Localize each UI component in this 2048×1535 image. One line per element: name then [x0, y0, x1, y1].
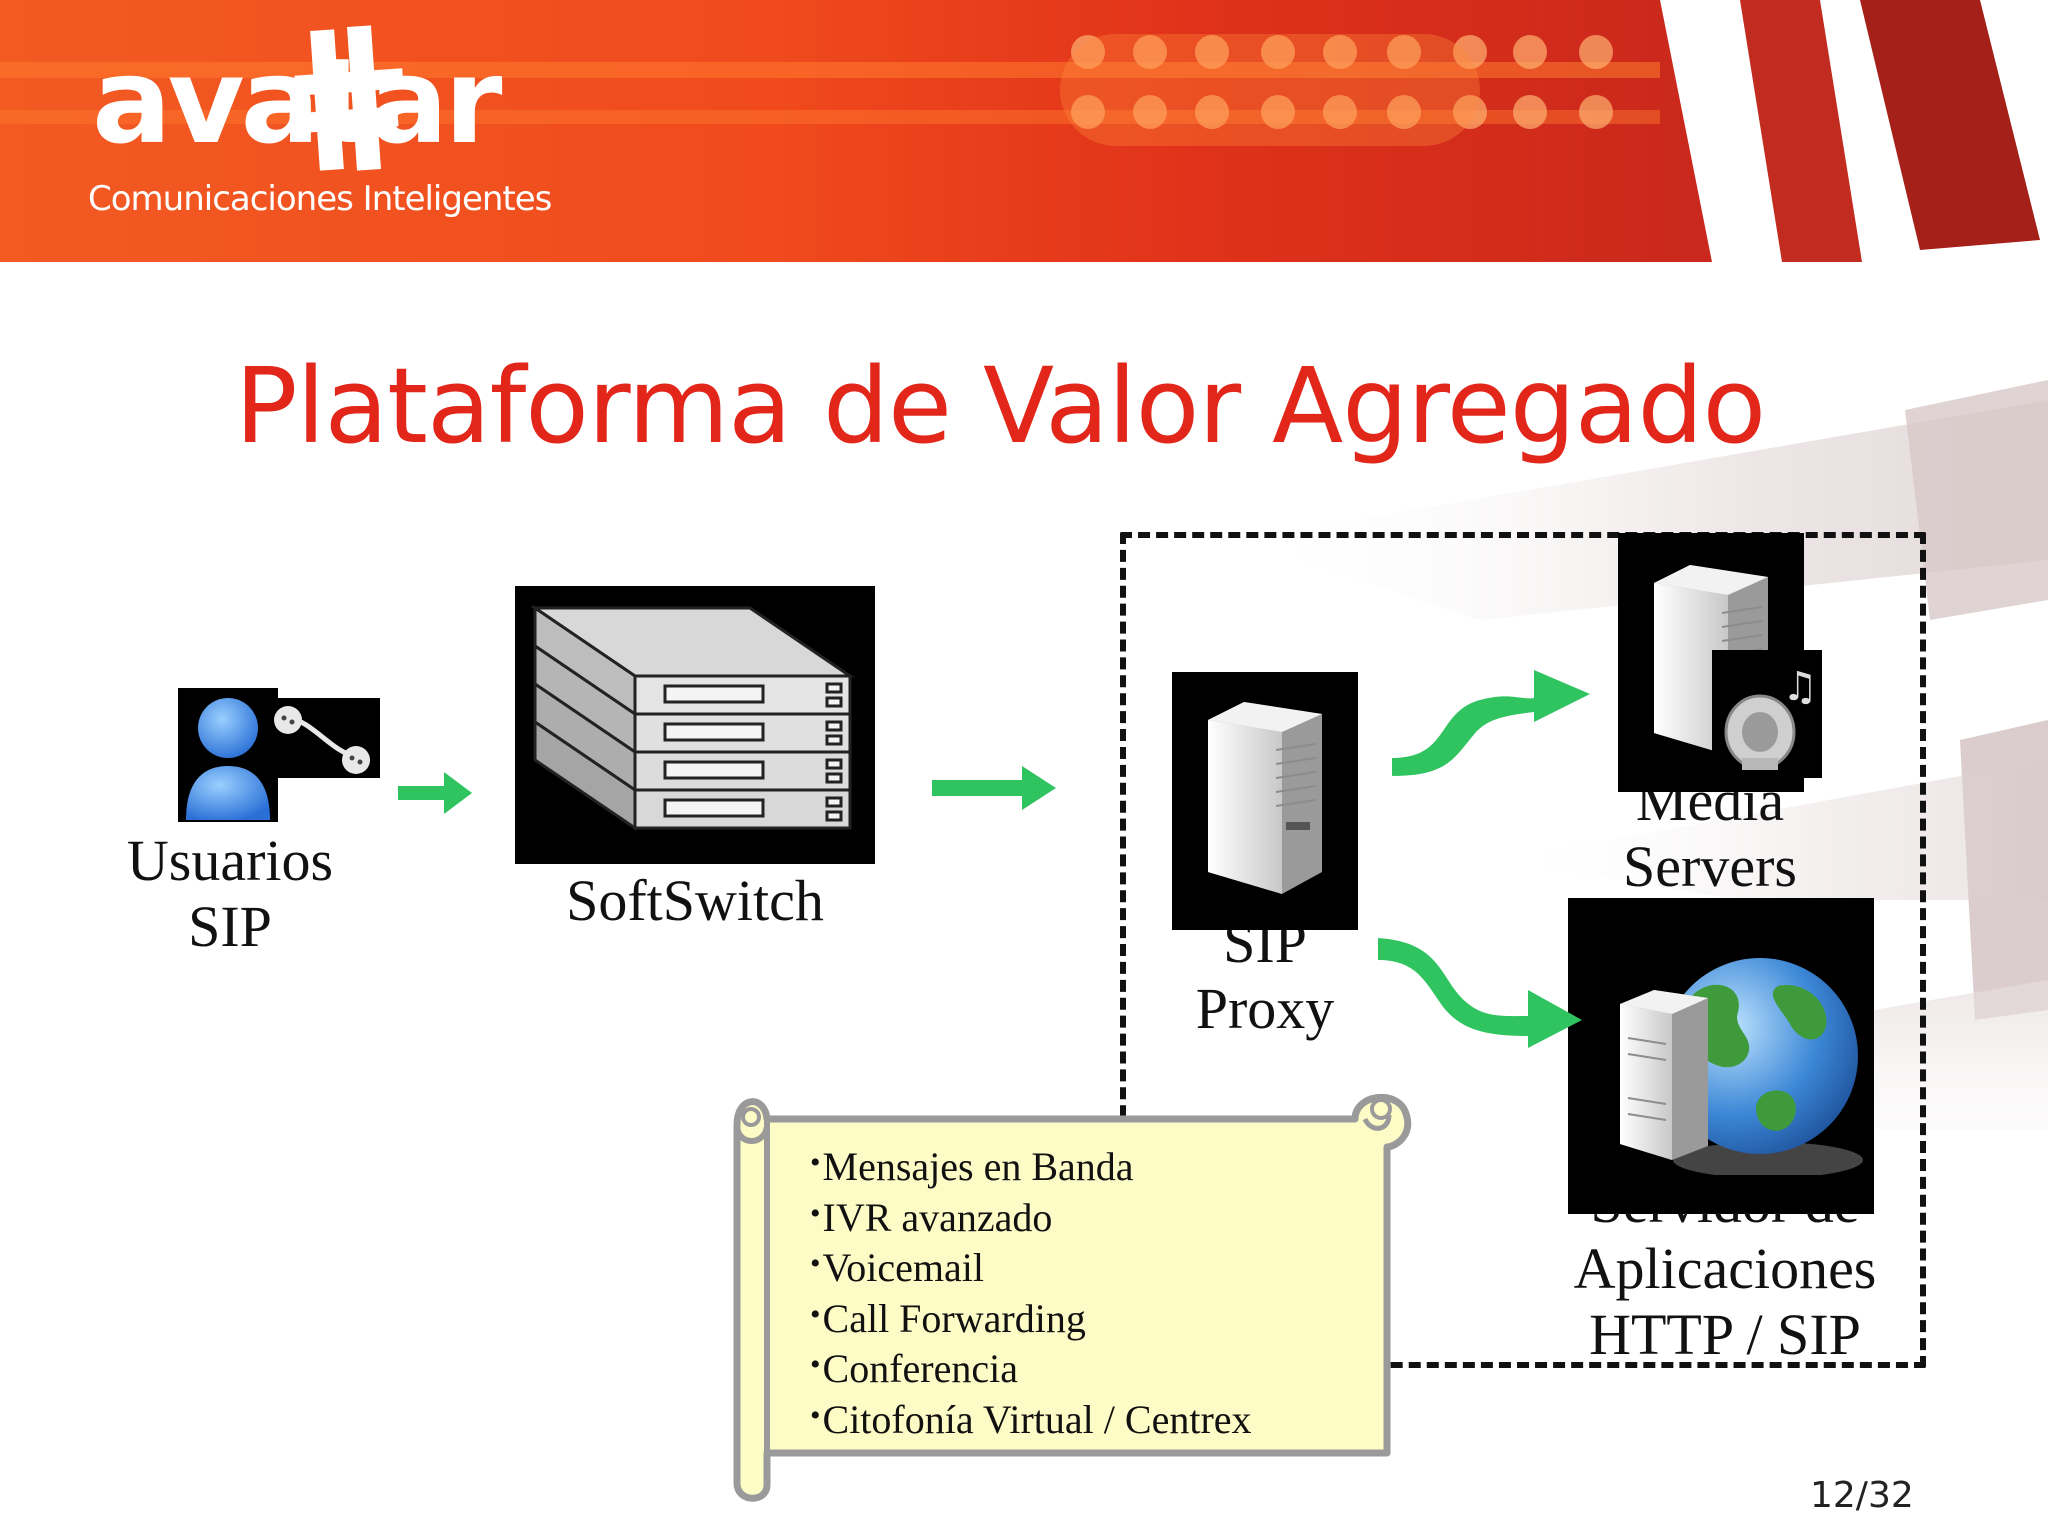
- arrow-user-to-softswitch: [398, 772, 472, 814]
- value-added-platform-group: [1120, 532, 1926, 1368]
- app-server-icon-overlap: [1568, 1175, 1874, 1213]
- avatar-logo: avatar Comunicaciones Inteligentes: [88, 25, 553, 219]
- header-banner: avatar Comunicaciones Inteligentes: [0, 0, 2040, 262]
- tower-server-icon: [1172, 672, 1358, 930]
- logo-tagline: Comunicaciones Inteligentes: [88, 179, 552, 219]
- media-server-icon-overlap: [1618, 770, 1804, 792]
- features-list: Mensajes en Banda IVR avanzado Voicemail…: [810, 1140, 1410, 1444]
- list-item: IVR avanzado: [810, 1191, 1410, 1242]
- sip-proxy-icon-overlap: [1172, 912, 1358, 930]
- page-number: 12/32: [1810, 1475, 1914, 1516]
- telephone-handset-icon: [270, 698, 380, 778]
- globe-server-icon: [1568, 898, 1874, 1214]
- list-item: Call Forwarding: [810, 1292, 1410, 1343]
- server-stack-icon: [515, 586, 875, 864]
- list-item: Voicemail: [810, 1241, 1410, 1292]
- sip-user-phone-icon: [178, 688, 278, 822]
- arrow-softswitch-to-proxy: [932, 766, 1056, 810]
- list-item: Conferencia: [810, 1342, 1410, 1393]
- banner-dots: [1071, 35, 1613, 129]
- list-item: Citofonía Virtual / Centrex: [810, 1393, 1410, 1444]
- softswitch-label: SoftSwitch: [566, 868, 824, 933]
- list-item: Mensajes en Banda: [810, 1140, 1410, 1191]
- sip-proxy-label: SIP Proxy: [1195, 910, 1335, 1041]
- svg-text:♫: ♫: [1782, 664, 1818, 710]
- usuarios-sip-label: Usuarios SIP: [126, 828, 334, 959]
- logo-wordmark: avatar: [92, 32, 502, 170]
- slide-title: Plataforma de Valor Agregado: [234, 345, 1766, 467]
- speaker-music-icon: ♫: [1712, 650, 1822, 778]
